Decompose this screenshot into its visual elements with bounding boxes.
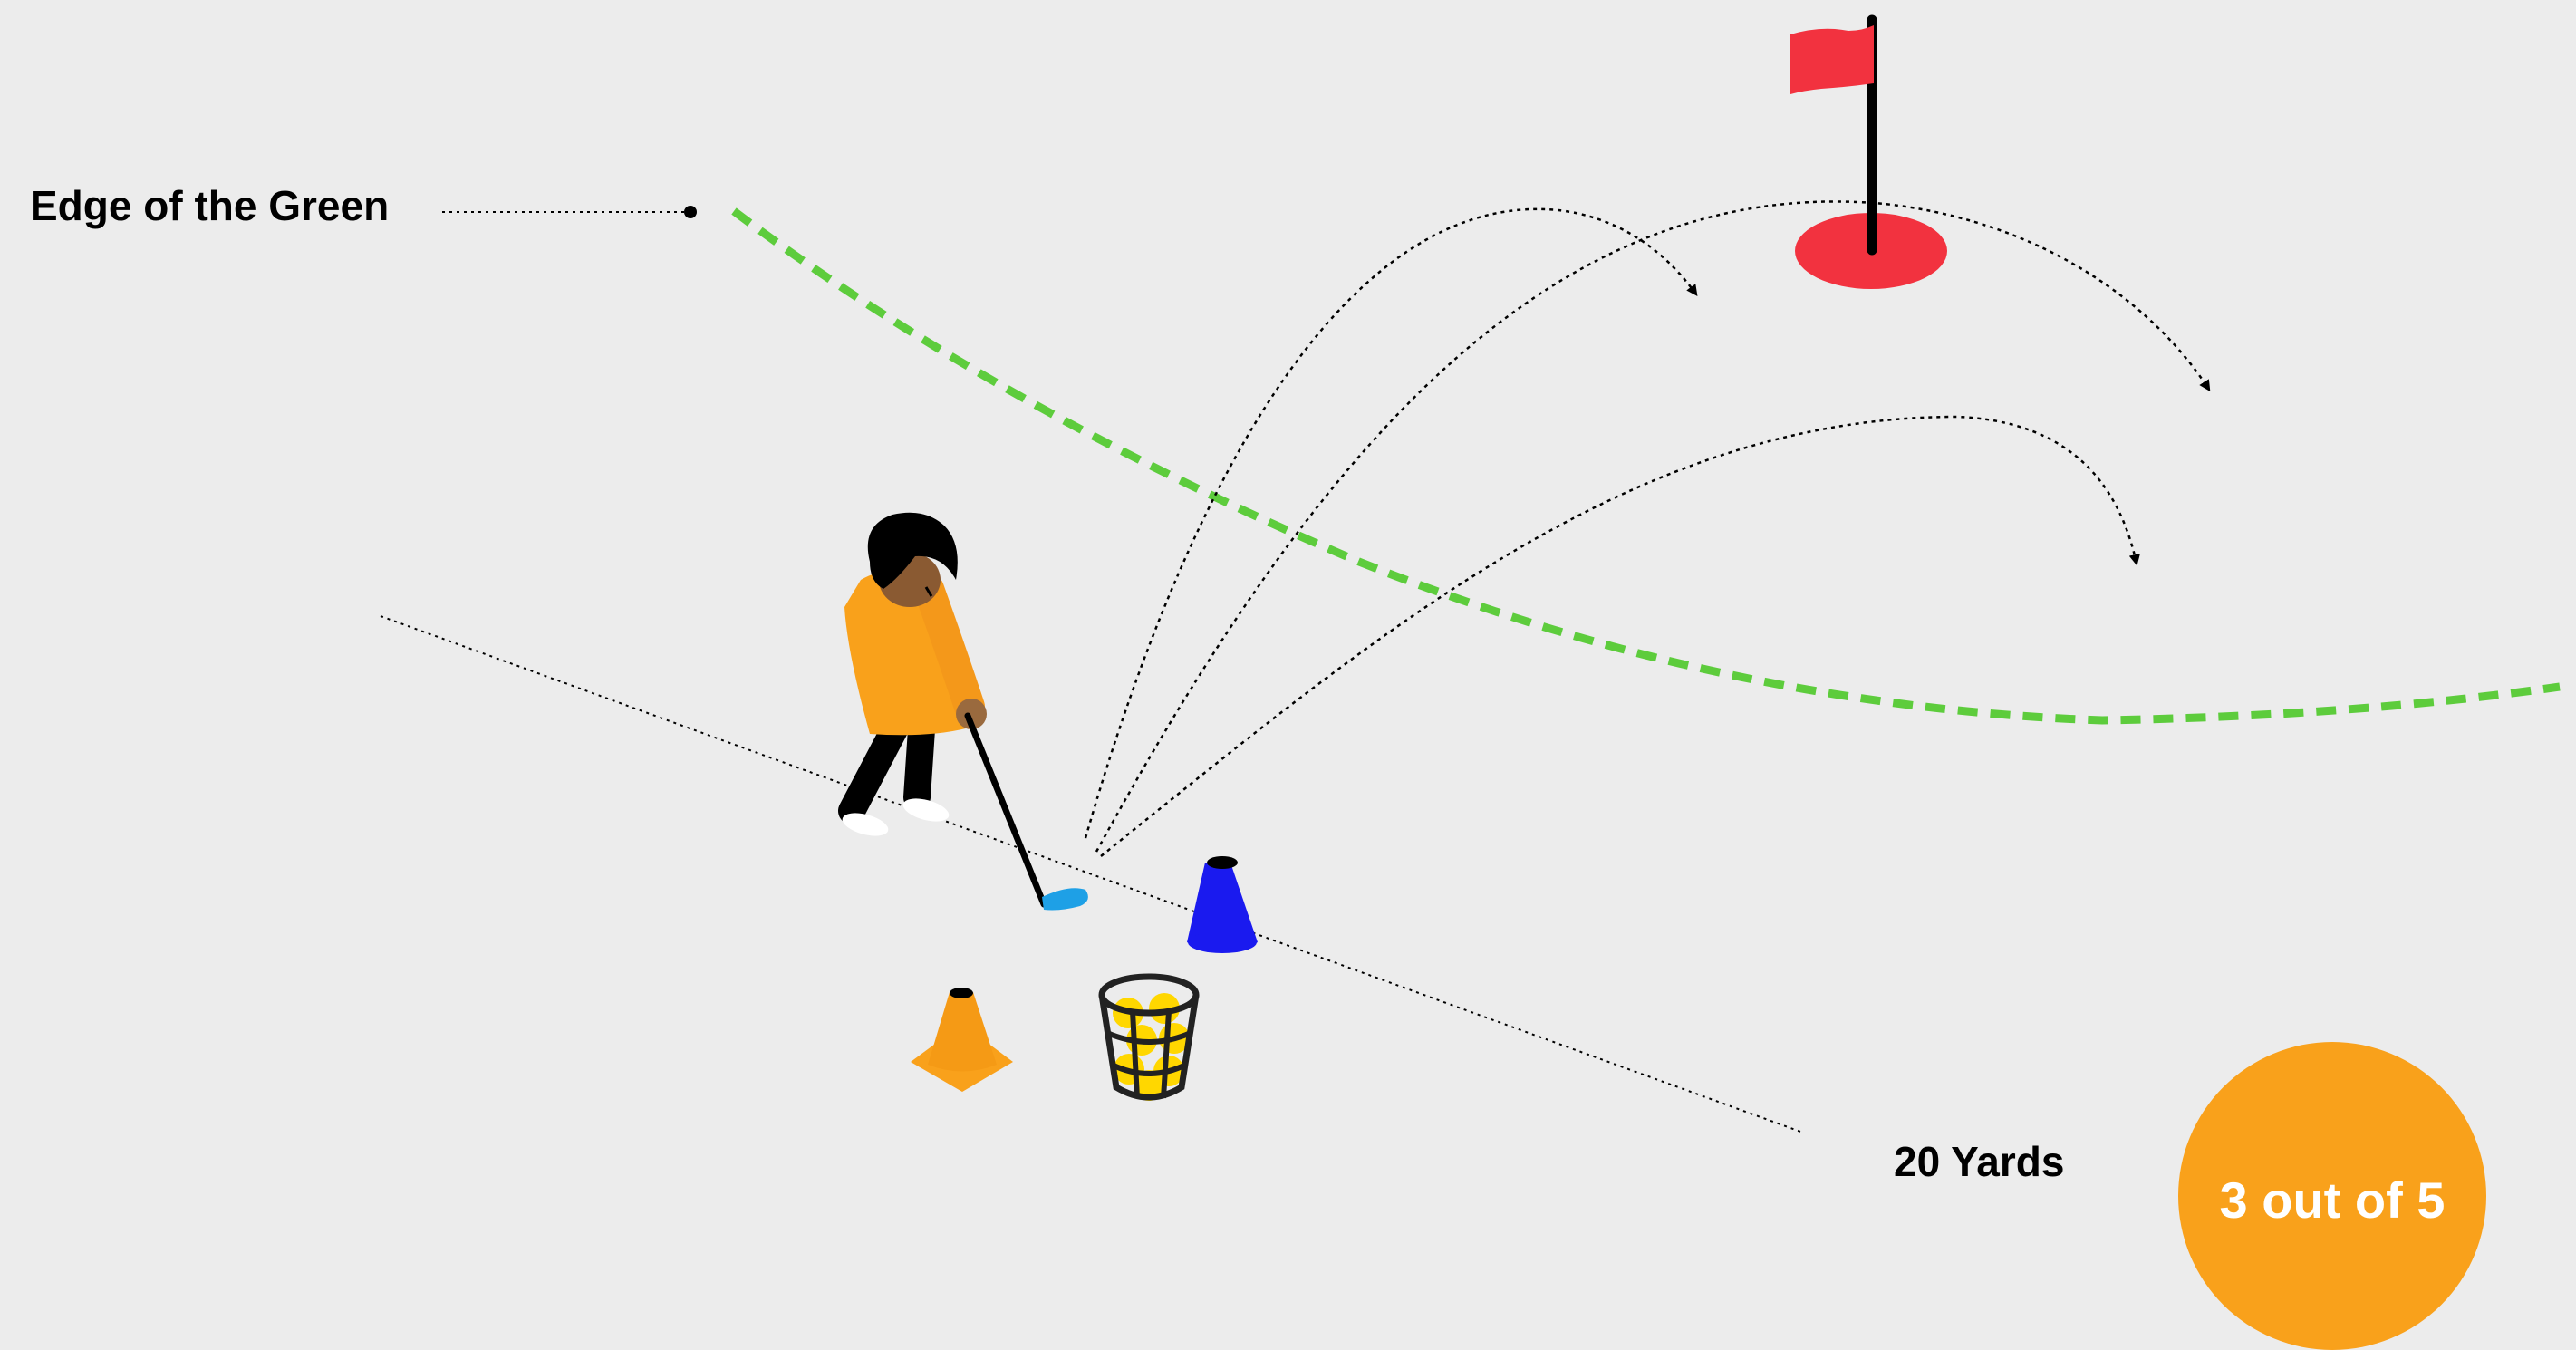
blue-cone-icon [1187, 856, 1258, 953]
score-text: 3 out of 5 [2219, 1172, 2446, 1229]
flag-icon [1790, 25, 1874, 94]
shot-trajectory-1 [1084, 207, 1698, 839]
shot-trajectory-2 [1095, 200, 2211, 853]
edge-pointer-dot [684, 206, 697, 218]
distance-line [380, 615, 1804, 1133]
ball-bucket-icon [1098, 973, 1200, 1101]
shot-trajectory-3 [1100, 415, 2140, 857]
chipping-drill-diagram [380, 14, 2561, 1133]
golf-club-icon [964, 712, 1088, 911]
distance-label: 20 Yards [1894, 1138, 2065, 1185]
golfer-icon [838, 512, 987, 836]
green-edge-line [731, 207, 2561, 725]
edge-of-green-label: Edge of the Green [30, 182, 390, 229]
score-badge: 3 out of 5 [2178, 1042, 2486, 1350]
orange-cone-icon [911, 988, 1013, 1092]
